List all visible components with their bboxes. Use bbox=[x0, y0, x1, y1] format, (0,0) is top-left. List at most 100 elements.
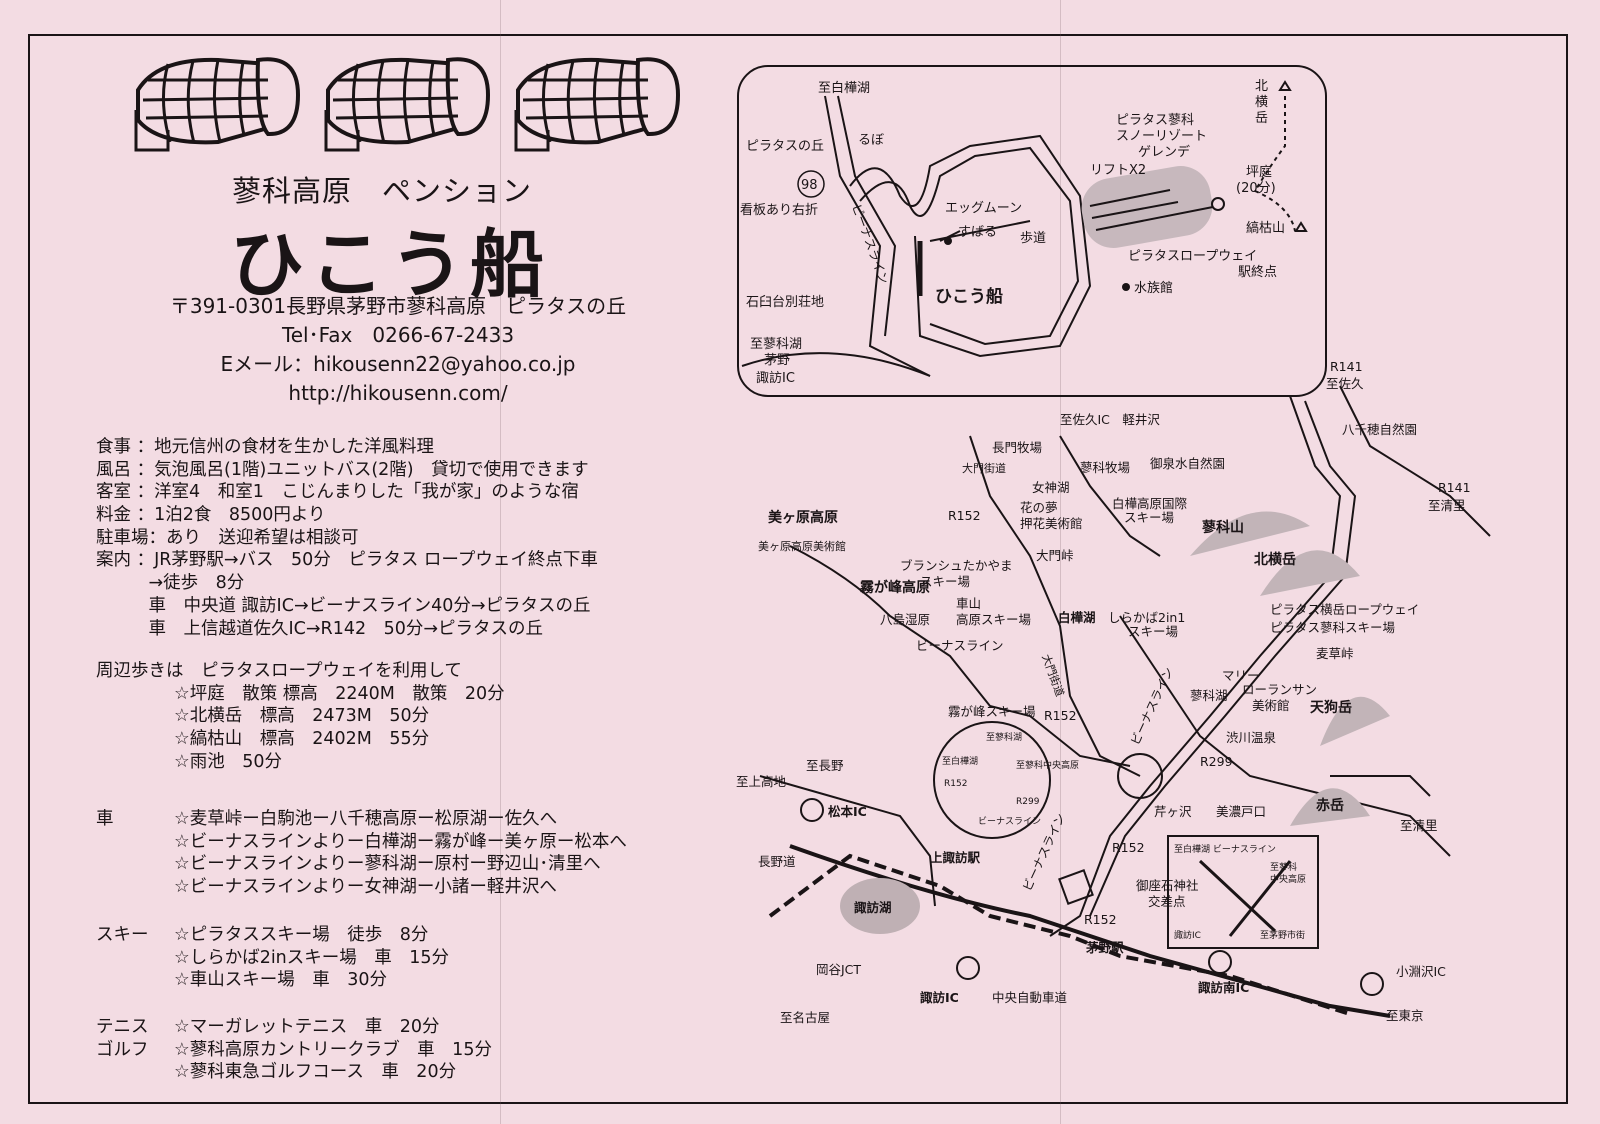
trail bbox=[1253, 96, 1296, 232]
road bbox=[859, 146, 1080, 346]
ski-section: スキー ☆ピラタススキー場 徒歩 8分 ☆しらかば2inスキー場 車 15分 ☆… bbox=[96, 924, 449, 992]
map-label: 芹ヶ沢 bbox=[1154, 804, 1192, 819]
sport-item: ☆蓼科東急ゴルフコース 車 20分 bbox=[174, 1062, 457, 1083]
map-label: 蓼科牧場 bbox=[1080, 460, 1130, 475]
mountain-kitayoko bbox=[1260, 550, 1360, 596]
map-label: リフトX2 bbox=[1090, 163, 1146, 178]
ic-label: 諏訪南IC bbox=[1198, 980, 1249, 995]
map-label: 押花美術館 bbox=[1020, 516, 1083, 531]
brand-name: ひこう船 bbox=[230, 222, 550, 308]
road-label: 大門街道 bbox=[962, 461, 1006, 475]
route-badge bbox=[797, 170, 825, 198]
poi-dot bbox=[1122, 283, 1130, 291]
junction-inset bbox=[933, 721, 1051, 839]
walk-item: ☆縞枯山 標高 2402M 55分 bbox=[174, 729, 430, 750]
access-map: 至白樺湖 ピラタスの丘 るぼ 98 看板あり右折 ビーナスライン エッグムーン … bbox=[730, 56, 1560, 1056]
car-item: ☆ビーナスラインよりー蓼科湖ー原村ー野辺山･清里へ bbox=[174, 854, 601, 875]
map-label: R141 bbox=[1330, 359, 1363, 374]
airship-logos bbox=[128, 50, 688, 160]
station-label: 上諏訪駅 bbox=[930, 850, 981, 865]
lift-line bbox=[1089, 189, 1219, 231]
map-label: 美濃戸口 bbox=[1216, 804, 1266, 819]
walks-section: 周辺歩きは ピラタスロープウェイを利用して ☆坪庭 散策 標高 2240M 散策… bbox=[96, 660, 505, 773]
car-item: ☆ビーナスラインよりー白樺湖ー霧が峰ー美ヶ原ー松本へ bbox=[174, 831, 627, 852]
road bbox=[1119, 615, 1451, 857]
map-label: 長門牧場 bbox=[992, 440, 1042, 455]
map-label: 石臼台別荘地 bbox=[746, 295, 824, 310]
map-label: 至白樺湖 bbox=[818, 80, 870, 96]
road bbox=[824, 95, 931, 377]
paper-fold bbox=[1060, 0, 1061, 1124]
map-label: 茅野 bbox=[764, 353, 790, 368]
ic-icon bbox=[1208, 950, 1232, 974]
ski-item: ☆ピラタススキー場 徒歩 8分 bbox=[174, 925, 429, 945]
map-label: 花の夢 bbox=[1020, 500, 1058, 515]
map-label: 岡谷JCT bbox=[816, 962, 861, 977]
inset-label: 至茅野市街 bbox=[1260, 929, 1305, 941]
map-label: しらかば2in1 bbox=[1108, 610, 1185, 625]
inset-label: R152 bbox=[944, 779, 967, 789]
info-line: 車 上信越道佐久IC→R142 50分→ピラタスの丘 bbox=[96, 618, 544, 639]
map-label: R152 bbox=[1044, 708, 1077, 723]
ic-label: 諏訪IC bbox=[920, 990, 959, 1005]
map-label: R152 bbox=[1112, 840, 1145, 855]
map-label: 横 bbox=[1255, 95, 1268, 110]
lake-suwako bbox=[840, 878, 920, 934]
map-label: ゲレンデ bbox=[1138, 144, 1190, 160]
map-label: R299 bbox=[1200, 754, 1233, 769]
info-line: 駐車場：あり 送迎希望は相談可 bbox=[96, 527, 359, 548]
map-label: 諏訪IC bbox=[756, 370, 795, 386]
road bbox=[1059, 435, 1161, 557]
website-url: http://hikousenn.com/ bbox=[288, 381, 508, 405]
railway bbox=[768, 853, 1351, 1016]
map-label: 歩道 bbox=[1020, 231, 1046, 246]
golf-label: ゴルフ bbox=[96, 1039, 149, 1060]
map-label: 至清里 bbox=[1400, 818, 1438, 833]
map-label: R152 bbox=[948, 508, 981, 523]
info-line: →徒歩 8分 bbox=[96, 573, 245, 594]
map-label: 麦草峠 bbox=[1316, 646, 1354, 661]
roundabout bbox=[1117, 753, 1163, 799]
ic-label: 松本IC bbox=[828, 804, 867, 819]
map-label: 八島湿原 bbox=[880, 612, 930, 627]
lake-label: 白樺湖 bbox=[1058, 610, 1096, 625]
info-line: 料金 ：1泊2食 8500円より bbox=[96, 505, 326, 526]
map-label: 至上高地 bbox=[736, 774, 787, 789]
map-label: 女神湖 bbox=[1032, 480, 1070, 495]
map-label: ピラタス蓼科スキー場 bbox=[1270, 620, 1395, 635]
map-label: 至蓼科湖 bbox=[750, 337, 802, 352]
map-label: スキー場 bbox=[920, 574, 970, 589]
mountain-akadake bbox=[1290, 788, 1370, 826]
walk-item: ☆北横岳 標高 2473M 50分 bbox=[174, 706, 430, 727]
map-label: 北 bbox=[1255, 79, 1268, 94]
page-border bbox=[28, 34, 1568, 1104]
highway bbox=[789, 844, 1391, 1018]
map-label: スキー場 bbox=[1124, 510, 1174, 525]
walk-item: ☆雨池 50分 bbox=[174, 751, 282, 772]
map-label: マリー bbox=[1222, 668, 1260, 683]
detail-map-frame bbox=[737, 65, 1327, 397]
crossing-inset bbox=[1167, 835, 1319, 949]
map-label: 至清里 bbox=[1428, 498, 1466, 513]
map-label: 車山 bbox=[956, 596, 981, 611]
poi-dot bbox=[944, 237, 952, 245]
inset-label: 諏訪IC bbox=[1174, 929, 1201, 941]
map-label: 白樺高原国際 bbox=[1112, 496, 1188, 511]
car-item: ☆麦草峠ー白駒池ー八千穂高原ー松原湖ー佐久へ bbox=[174, 809, 558, 829]
area-label: 霧が峰高原 bbox=[860, 579, 930, 596]
map-label: 縞枯山 bbox=[1246, 220, 1285, 236]
mountain-label: 北横岳 bbox=[1254, 551, 1296, 568]
map-label: 至佐久IC 軽井沢 bbox=[1060, 412, 1160, 427]
area-label: 美ヶ原高原 bbox=[768, 509, 838, 526]
map-label: すばる bbox=[958, 225, 997, 240]
map-label: 至名古屋 bbox=[780, 1010, 830, 1025]
subtitle: 蓼科高原 ペンション bbox=[232, 174, 533, 208]
mountain-label: 天狗岳 bbox=[1310, 699, 1352, 716]
map-label: 水族館 bbox=[1134, 280, 1173, 296]
map-label: ピラタスの丘 bbox=[746, 139, 824, 154]
map-label: 長野道 bbox=[758, 854, 796, 869]
road-label: ビーナスライン bbox=[916, 638, 1004, 653]
map-label: ローランサン bbox=[1242, 682, 1317, 697]
road-label: ビーナスライン bbox=[849, 202, 891, 286]
shrine-crossing bbox=[1058, 869, 1094, 905]
